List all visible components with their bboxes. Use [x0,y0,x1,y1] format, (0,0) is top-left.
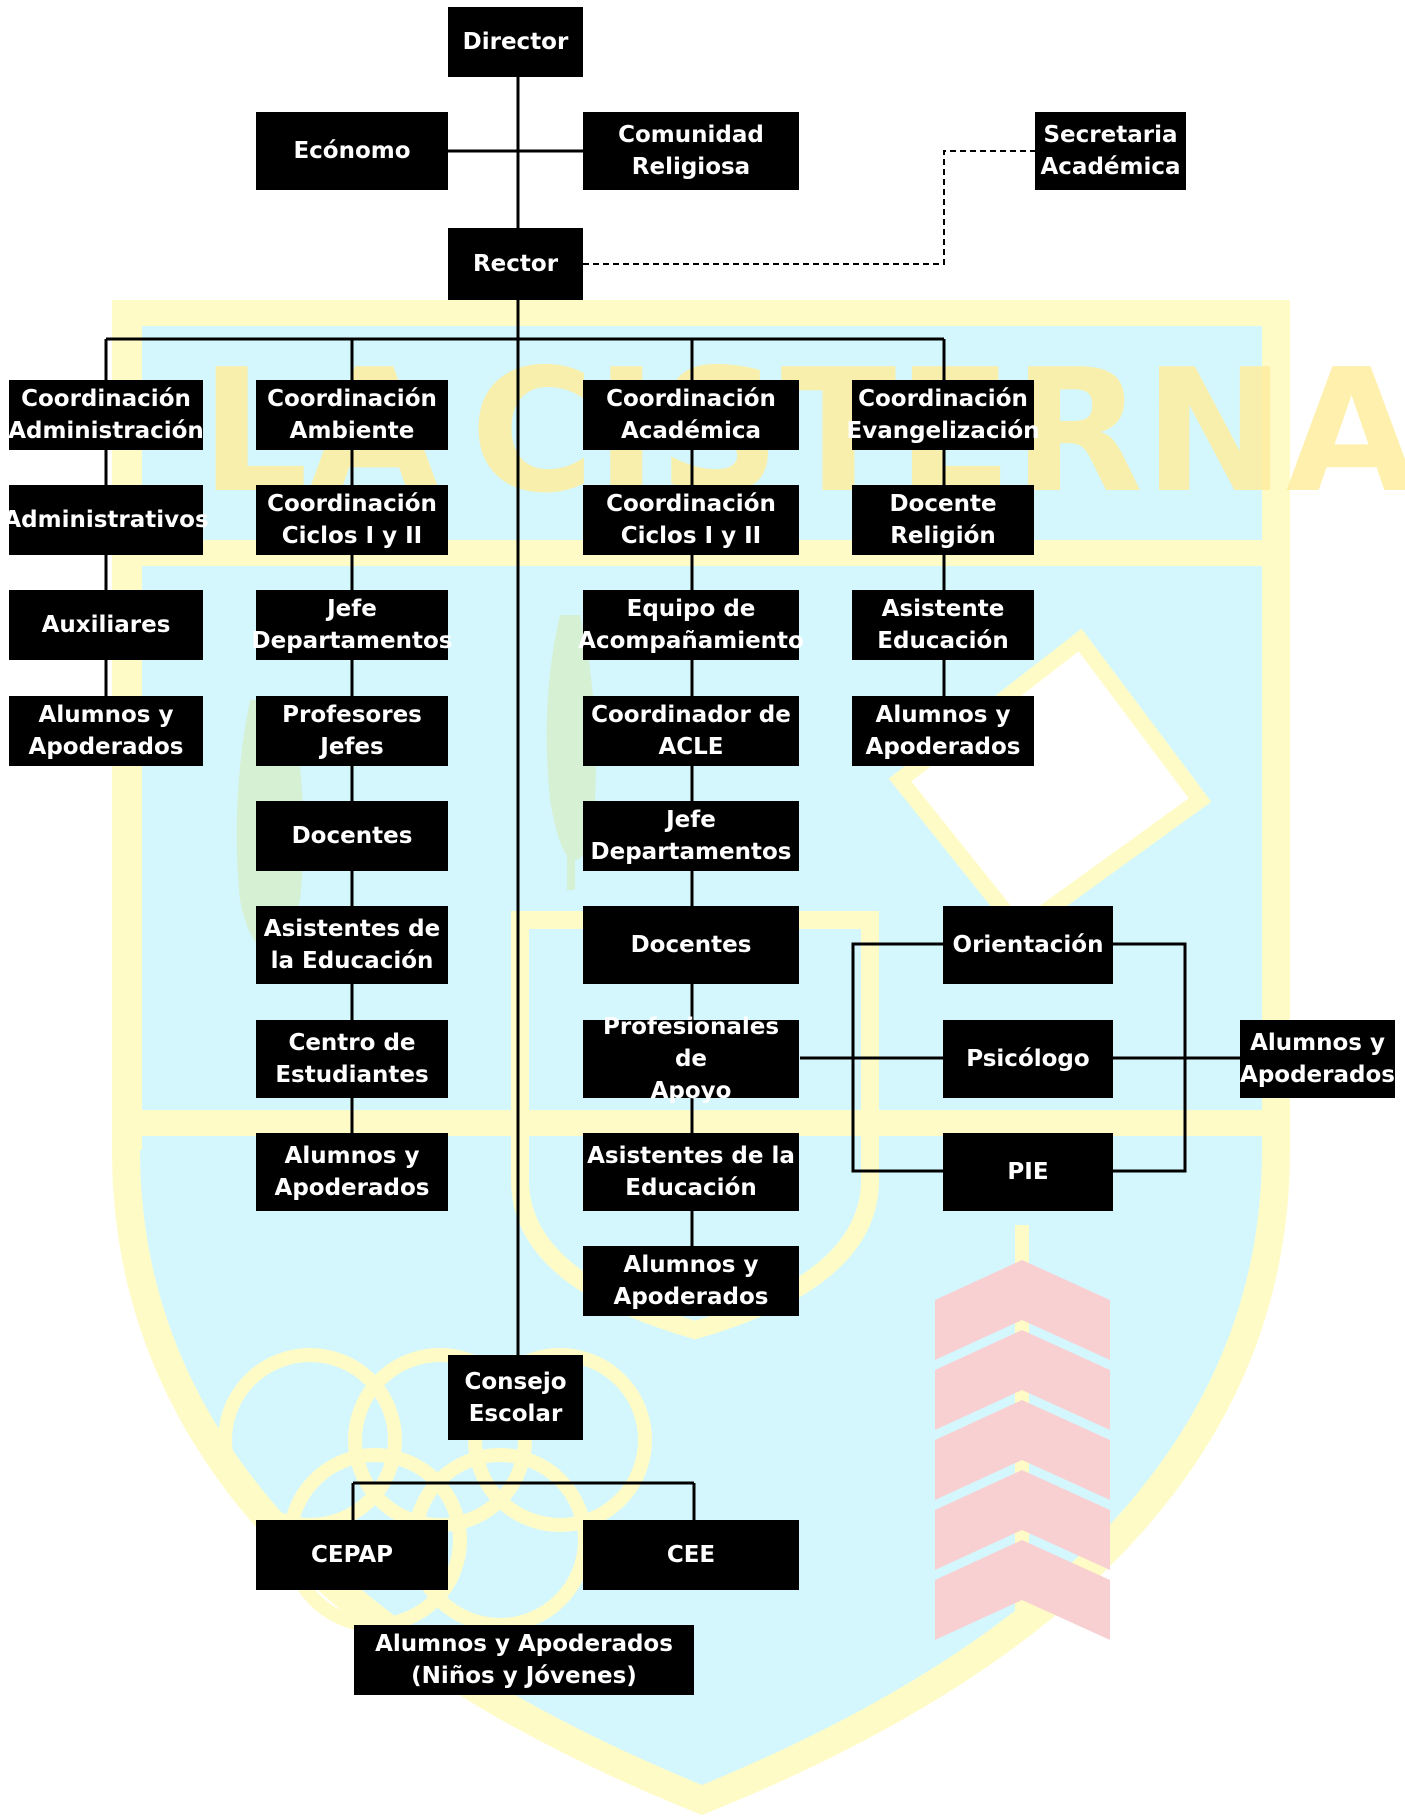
administrativos-box: Administrativos [3,485,209,555]
coordinacion-ciclos-academica-box: Coordinación Ciclos I y II [583,485,799,555]
arrow-decoration [935,1225,1110,1640]
docentes-ambiente-box: Docentes [256,801,448,871]
shield-emblem [511,911,879,1340]
docentes-academica-box: Docentes [583,906,799,984]
coordinacion-ciclos-ambiente-box: Coordinación Ciclos I y II [256,485,448,555]
pie-box: PIE [943,1133,1113,1211]
psicologo-box: Psicólogo [943,1020,1113,1098]
dashed-connector [583,150,1035,265]
docente-religion-box: Docente Religión [852,485,1034,555]
director-box: Director [448,7,583,77]
coordinador-acle-box: Coordinador de ACLE [583,696,799,766]
alumnos-apoderados-apoyo-box: Alumnos y Apoderados [1240,1020,1395,1098]
alumnos-apoderados-evangelizacion-box: Alumnos y Apoderados [852,696,1034,766]
cee-box: CEE [583,1520,799,1590]
orientacion-box: Orientación [943,906,1113,984]
alumnos-apoderados-ambiente-box: Alumnos y Apoderados [256,1133,448,1211]
book-decoration [888,628,1212,941]
jefe-departamentos-academica-box: Jefe Departamentos [583,801,799,871]
rector-box: Rector [448,228,583,300]
consejo-escolar-box: Consejo Escolar [448,1355,583,1440]
profesores-jefes-box: Profesores Jefes [256,696,448,766]
jefe-departamentos-ambiente-box: Jefe Departamentos [252,590,452,660]
equipo-acompanamiento-box: Equipo de Acompañamiento [578,590,804,660]
cepap-box: CEPAP [256,1520,448,1590]
coordinacion-ambiente-box: Coordinación Ambiente [256,380,448,450]
profesionales-apoyo-box: Profesionales de Apoyo [583,1014,799,1104]
alumnos-apoderados-admin-box: Alumnos y Apoderados [9,696,203,766]
alumnos-apoderados-ninos-jovenes-box: Alumnos y Apoderados (Niños y Jóvenes) [354,1625,694,1695]
asistentes-educacion-ambiente-box: Asistentes de la Educación [256,906,448,984]
asistentes-educacion-academica-box: Asistentes de la Educación [583,1133,799,1211]
coordinacion-academica-box: Coordinación Académica [583,380,799,450]
coordinacion-administracion-box: Coordinación Administración [8,380,204,450]
secretaria-academica-box: Secretaria Académica [1035,112,1186,190]
centro-estudiantes-box: Centro de Estudiantes [256,1020,448,1098]
alumnos-apoderados-academica-box: Alumnos y Apoderados [583,1246,799,1316]
asistente-educacion-evangelizacion-box: Asistente Educación [852,590,1034,660]
comunidad-religiosa-box: Comunidad Religiosa [583,112,799,190]
auxiliares-box: Auxiliares [9,590,203,660]
economo-box: Ecónomo [256,112,448,190]
coordinacion-evangelizacion-box: Coordinación Evangelización [846,380,1040,450]
